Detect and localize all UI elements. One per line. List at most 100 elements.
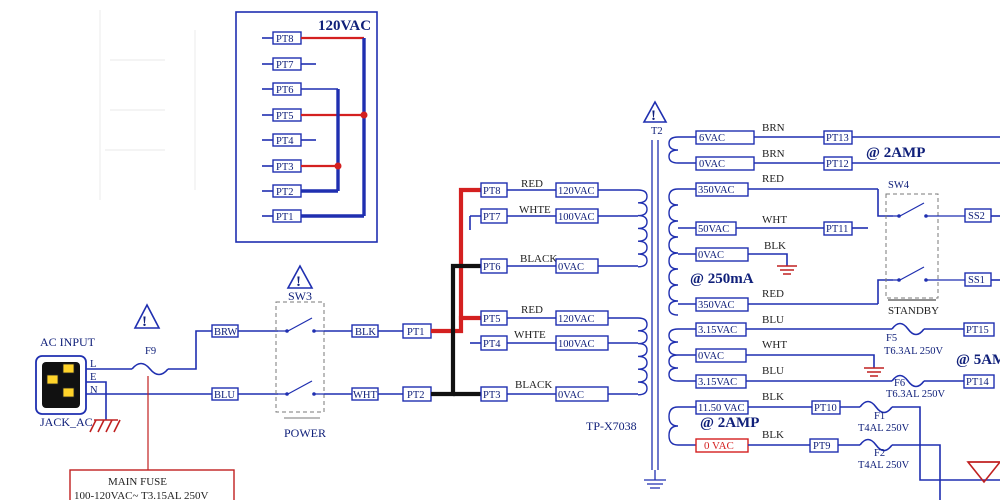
svg-text:SS2: SS2 (968, 211, 985, 222)
svg-text:PT1: PT1 (276, 212, 294, 223)
secondary-tap: 3.15VAC BLU PT14 F6 T6.3AL 250V (678, 365, 995, 400)
sw4-ref: SW4 (888, 180, 910, 191)
svg-text:BLK: BLK (762, 391, 784, 403)
wire-tag-blu: BLU (211, 387, 278, 401)
svg-text:BLACK: BLACK (520, 253, 557, 265)
svg-text:PT12: PT12 (826, 159, 849, 170)
jumper-terminal: PT6 (262, 82, 338, 96)
secondary-tap: 0VAC WHT (678, 339, 884, 377)
svg-text:0VAC: 0VAC (558, 390, 584, 401)
standby-switch-sw4: SW4 STANDBY SS2 SS1 (885, 180, 1000, 317)
standby-label: STANDBY (888, 305, 939, 317)
svg-text:PT15: PT15 (966, 325, 989, 336)
pin-label-e: E (90, 372, 96, 383)
svg-text:PT4: PT4 (276, 136, 294, 147)
svg-text:0VAC: 0VAC (698, 351, 724, 362)
jumper-terminal: PT5 (262, 108, 364, 122)
live-bus-branch (458, 315, 481, 321)
svg-text:PT3: PT3 (276, 162, 294, 173)
primary-tap: PT8 RED 120VAC (480, 178, 638, 198)
transformer-core: ! T2 TP-X7038 (586, 100, 668, 489)
ac-input-connector: AC INPUT L E N JACK_AC (35, 335, 98, 429)
junction-dot (334, 162, 342, 170)
chassis-ground (89, 419, 121, 433)
background-ghost-marks (99, 10, 196, 200)
secondary-tap: 0VAC BLK (678, 240, 797, 275)
live-bus (431, 187, 481, 334)
primary-tap: PT3 BLACK 0VAC (480, 379, 638, 402)
svg-text:BLK: BLK (355, 327, 376, 338)
svg-text:T4AL 250V: T4AL 250V (858, 423, 910, 434)
svg-text:BLK: BLK (762, 429, 784, 441)
current-note: @ 250mA (690, 271, 754, 287)
svg-text:SS1: SS1 (968, 275, 985, 286)
secondary-tap: 0VAC BRN PT12 (678, 148, 1000, 171)
secondary-tap: 50VAC WHT PT11 (678, 214, 868, 236)
svg-text:0VAC: 0VAC (698, 250, 724, 261)
svg-text:50VAC: 50VAC (698, 224, 729, 235)
svg-text:PT8: PT8 (483, 186, 501, 197)
main-fuse-rating: 100-120VAC~ T3.15AL 250V (74, 490, 208, 500)
svg-text:F5: F5 (886, 333, 897, 344)
svg-text:!: ! (142, 314, 147, 330)
svg-text:BLK: BLK (764, 240, 786, 252)
svg-text:PT1: PT1 (407, 327, 425, 338)
jack-label: JACK_AC (40, 415, 93, 429)
svg-text:3.15VAC: 3.15VAC (698, 377, 737, 388)
wire-tag-brw: BRW (211, 324, 278, 338)
jumper-terminal: PT2 (262, 184, 338, 198)
jumper-terminal: PT4 (262, 133, 316, 147)
svg-text:0VAC: 0VAC (699, 159, 725, 170)
primary-coil-lower (637, 317, 648, 396)
svg-text:WHTE: WHTE (519, 204, 551, 216)
pin-label-l: L (90, 359, 96, 370)
earth-wire (86, 381, 107, 420)
primary-tap: PT5 RED 120VAC (480, 304, 638, 326)
svg-text:WHTE: WHTE (514, 329, 546, 341)
junction-dot (360, 111, 368, 119)
fuse-f9: F9 (131, 330, 212, 470)
svg-text:F1: F1 (874, 411, 885, 422)
svg-text:PT9: PT9 (813, 441, 831, 452)
svg-text:T6.3AL 250V: T6.3AL 250V (884, 346, 944, 357)
secondary-tap: 3.15VAC BLU PT15 F5 T6.3AL 250V (678, 314, 995, 357)
svg-text:!: ! (296, 274, 301, 290)
jumper-block-frame (235, 11, 378, 243)
jumper-terminal: PT8 (262, 31, 364, 45)
secondary-tap: 350VAC RED (678, 173, 893, 217)
warning-icon (286, 264, 314, 289)
svg-text:PT7: PT7 (276, 60, 294, 71)
svg-text:PT5: PT5 (276, 111, 294, 122)
ground-arrow-symbol (966, 461, 1000, 484)
main-fuse-title: MAIN FUSE (108, 476, 167, 488)
primary-pin-pt2: PT2 (402, 386, 432, 402)
fuse-f9-ref: F9 (145, 346, 156, 357)
svg-text:RED: RED (521, 304, 543, 316)
svg-text:PT10: PT10 (814, 403, 837, 414)
pt7-stub (469, 215, 481, 230)
wire-tag-blk: BLK (351, 324, 379, 338)
svg-text:0VAC: 0VAC (558, 262, 584, 273)
svg-text:BLU: BLU (762, 365, 784, 377)
svg-text:BLU: BLU (214, 390, 235, 401)
svg-text:3.15VAC: 3.15VAC (698, 325, 737, 336)
svg-text:BLU: BLU (762, 314, 784, 326)
wire-tag-wht: WHT (351, 387, 379, 401)
jumper-block: 120VAC PT8 PT7 PT6 PT5 PT4 PT3 PT2 PT1 (235, 11, 378, 243)
svg-text:RED: RED (762, 288, 784, 300)
power-label: POWER (284, 426, 326, 440)
svg-text:RED: RED (521, 178, 543, 190)
jumper-terminal: PT3 (262, 159, 338, 173)
pin-n (62, 387, 75, 398)
neutral-bus (431, 263, 481, 397)
current-note: @ 2AMP (700, 415, 759, 431)
svg-text:WHT: WHT (762, 339, 787, 351)
svg-text:BRN: BRN (762, 148, 785, 160)
warning-icon: ! (133, 303, 161, 330)
current-note: @ 5AM (956, 352, 1000, 368)
svg-text:PT2: PT2 (276, 187, 294, 198)
svg-text:!: ! (651, 108, 656, 124)
svg-text:11.50 VAC: 11.50 VAC (698, 403, 745, 414)
svg-text:T6.3AL 250V: T6.3AL 250V (886, 389, 946, 400)
